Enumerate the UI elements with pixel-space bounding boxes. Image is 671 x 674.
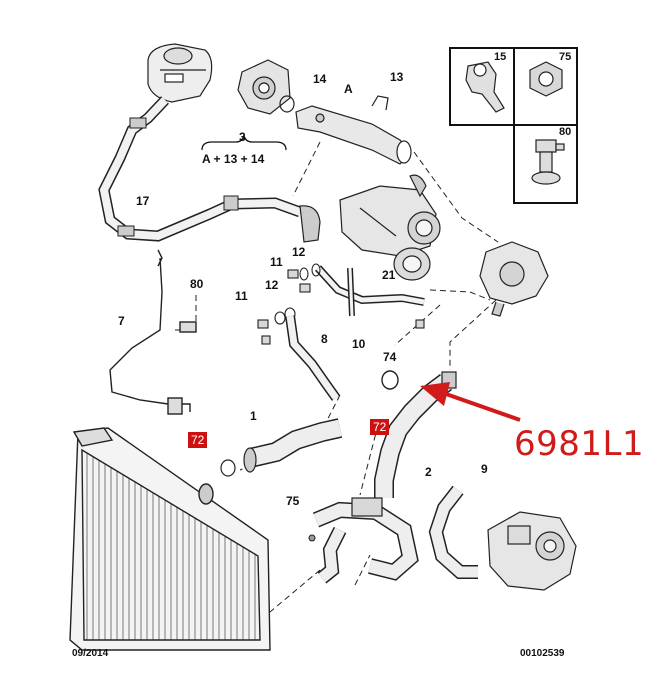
callout-part-number: 6981L1 bbox=[514, 424, 645, 464]
hose-1 bbox=[220, 418, 343, 477]
label-14: 14 bbox=[313, 72, 327, 86]
label-80: 80 bbox=[190, 277, 204, 291]
thermostat-housing bbox=[237, 59, 295, 115]
label-12-top: 12 bbox=[292, 245, 306, 259]
inset-divider bbox=[513, 48, 515, 125]
label-13: 13 bbox=[390, 70, 404, 84]
label-10: 10 bbox=[352, 337, 366, 351]
coolant-pump bbox=[479, 241, 549, 317]
water-pipe-a bbox=[295, 95, 412, 165]
hose-8 bbox=[285, 315, 341, 401]
hose-9 bbox=[428, 485, 478, 579]
radiator bbox=[69, 427, 271, 651]
turbocharger bbox=[339, 174, 441, 281]
label-75: 75 bbox=[286, 494, 300, 508]
tag-72-right: 72 bbox=[370, 419, 390, 435]
label-21: 21 bbox=[382, 268, 396, 282]
footer-date: 09/2014 bbox=[72, 648, 109, 659]
label-2: 2 bbox=[425, 465, 432, 479]
inset-label-80: 80 bbox=[559, 126, 572, 138]
label-brace bbox=[201, 133, 287, 151]
lower-hose-assembly bbox=[308, 497, 419, 584]
inset-frame-bottom bbox=[513, 124, 578, 204]
expansion-tank bbox=[147, 43, 213, 103]
label-74: 74 bbox=[383, 350, 397, 364]
label-11-top: 11 bbox=[270, 255, 283, 269]
label-12-bottom: 12 bbox=[265, 278, 279, 292]
label-11-bottom: 11 bbox=[235, 289, 248, 303]
bolts-and-seals bbox=[257, 263, 425, 345]
sensor-wire-7 bbox=[109, 249, 197, 415]
water-outlet-housing bbox=[487, 511, 577, 591]
footer-ref: 00102539 bbox=[520, 648, 565, 659]
callout-arrow bbox=[420, 382, 521, 422]
pipe-21 bbox=[315, 265, 425, 317]
tag-72-left: 72 bbox=[188, 432, 208, 448]
label-9: 9 bbox=[481, 462, 488, 476]
label-17: 17 bbox=[136, 194, 150, 208]
label-3: 3 bbox=[239, 130, 246, 144]
label-7: 7 bbox=[118, 314, 125, 328]
inset-label-15: 15 bbox=[494, 51, 507, 63]
hose-17 bbox=[98, 96, 321, 243]
label-8: 8 bbox=[321, 332, 328, 346]
label-1: 1 bbox=[250, 409, 257, 423]
label-a: A bbox=[344, 82, 353, 96]
inset-label-75: 75 bbox=[559, 51, 572, 63]
label-formula: A + 13 + 14 bbox=[202, 152, 265, 166]
